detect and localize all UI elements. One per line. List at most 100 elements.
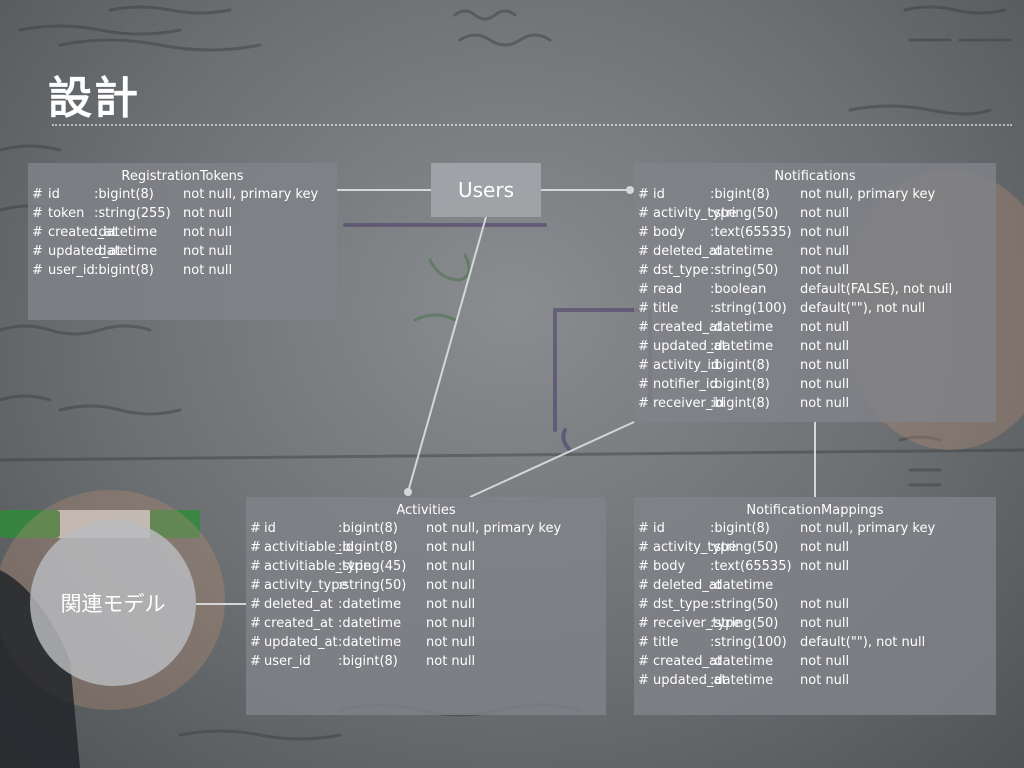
row-hash: # bbox=[32, 225, 43, 240]
field-type: :bigint(8) bbox=[94, 187, 154, 202]
field-type: :bigint(8) bbox=[710, 521, 770, 536]
field-constraint: not null bbox=[426, 616, 476, 631]
field-name: updated_at bbox=[653, 673, 727, 688]
row-hash: # bbox=[638, 597, 649, 612]
field-name: deleted_at bbox=[653, 244, 722, 259]
field-constraint: not null bbox=[800, 377, 850, 392]
notification-mappings-table: NotificationMappings #id:bigint(8)not nu… bbox=[634, 497, 996, 715]
field-constraint: not null bbox=[426, 654, 476, 669]
field-type: :string(50) bbox=[710, 616, 779, 631]
row-hash: # bbox=[638, 206, 649, 221]
table-row: #deleted_at:datetime bbox=[634, 576, 996, 595]
field-type: :bigint(8) bbox=[338, 521, 398, 536]
field-name: deleted_at bbox=[264, 597, 333, 612]
field-type: :bigint(8) bbox=[338, 654, 398, 669]
field-type: :datetime bbox=[94, 225, 158, 240]
table-row: #activity_type:string(50)not null bbox=[634, 538, 996, 557]
table-row: #dst_type:string(50)not null bbox=[634, 261, 996, 280]
row-hash: # bbox=[638, 301, 649, 316]
row-hash: # bbox=[32, 187, 43, 202]
field-type: :text(65535) bbox=[710, 559, 792, 574]
row-hash: # bbox=[638, 540, 649, 555]
field-name: title bbox=[653, 635, 679, 650]
field-constraint: not null bbox=[183, 225, 233, 240]
field-type: :string(100) bbox=[710, 301, 787, 316]
field-name: title bbox=[653, 301, 679, 316]
field-constraint: default(FALSE), not null bbox=[800, 282, 953, 297]
row-hash: # bbox=[250, 654, 261, 669]
field-type: :string(50) bbox=[710, 263, 779, 278]
field-type: :bigint(8) bbox=[710, 358, 770, 373]
row-hash: # bbox=[32, 206, 43, 221]
field-type: :datetime bbox=[94, 244, 158, 259]
activities-title: Activities bbox=[396, 503, 456, 518]
field-constraint: not null bbox=[426, 635, 476, 650]
field-constraint: not null bbox=[800, 559, 850, 574]
field-name: receiver_id bbox=[653, 396, 725, 411]
row-hash: # bbox=[638, 187, 649, 202]
row-hash: # bbox=[638, 396, 649, 411]
table-row: #receiver_type:string(50)not null bbox=[634, 614, 996, 633]
field-constraint: not null bbox=[800, 244, 850, 259]
table-row: #id:bigint(8)not null, primary key bbox=[634, 185, 996, 204]
field-type: :bigint(8) bbox=[710, 187, 770, 202]
field-name: created_at bbox=[653, 320, 723, 335]
field-name: created_at bbox=[653, 654, 723, 669]
field-name: dst_type bbox=[653, 597, 709, 612]
field-name: activitiable_id bbox=[264, 540, 355, 555]
field-name: id bbox=[48, 187, 60, 202]
field-name: updated_at bbox=[264, 635, 338, 650]
field-constraint: not null bbox=[800, 320, 850, 335]
field-constraint: not null bbox=[800, 654, 850, 669]
field-name: dst_type bbox=[653, 263, 709, 278]
row-hash: # bbox=[250, 616, 261, 631]
field-name: user_id bbox=[48, 263, 95, 278]
field-constraint: not null bbox=[426, 540, 476, 555]
field-type: :datetime bbox=[710, 244, 774, 259]
field-type: :datetime bbox=[710, 673, 774, 688]
field-type: :datetime bbox=[338, 616, 402, 631]
row-hash: # bbox=[250, 540, 261, 555]
row-hash: # bbox=[638, 521, 649, 536]
field-constraint: not null bbox=[183, 244, 233, 259]
table-row: #id:bigint(8)not null, primary key bbox=[634, 519, 996, 538]
field-type: :datetime bbox=[710, 339, 774, 354]
field-type: :datetime bbox=[338, 635, 402, 650]
row-hash: # bbox=[638, 358, 649, 373]
field-name: body bbox=[653, 225, 686, 240]
title-divider bbox=[52, 124, 1012, 126]
row-hash: # bbox=[638, 282, 649, 297]
field-name: id bbox=[653, 521, 665, 536]
field-type: :string(50) bbox=[710, 206, 779, 221]
row-hash: # bbox=[638, 673, 649, 688]
field-constraint: default(""), not null bbox=[800, 635, 926, 650]
row-hash: # bbox=[250, 597, 261, 612]
field-type: :datetime bbox=[710, 320, 774, 335]
field-name: token bbox=[48, 206, 85, 221]
field-constraint: default(""), not null bbox=[800, 301, 926, 316]
field-type: :datetime bbox=[710, 578, 774, 593]
field-type: :datetime bbox=[710, 654, 774, 669]
field-constraint: not null, primary key bbox=[426, 521, 562, 536]
row-hash: # bbox=[32, 244, 43, 259]
table-row: #user_id:bigint(8)not null bbox=[246, 652, 606, 671]
field-constraint: not null bbox=[800, 597, 850, 612]
activities-table: Activities #id:bigint(8)not null, primar… bbox=[246, 497, 606, 715]
field-type: :datetime bbox=[338, 597, 402, 612]
field-constraint: not null bbox=[800, 358, 850, 373]
field-constraint: not null bbox=[183, 263, 233, 278]
field-type: :string(255) bbox=[94, 206, 171, 221]
field-name: created_at bbox=[264, 616, 334, 631]
field-type: :bigint(8) bbox=[710, 377, 770, 392]
field-constraint: not null bbox=[800, 206, 850, 221]
field-name: deleted_at bbox=[653, 578, 722, 593]
registration-tokens-table: RegistrationTokens #id:bigint(8)not null… bbox=[28, 163, 337, 320]
table-row: # title :string(100) default(""), not null bbox=[634, 299, 996, 318]
